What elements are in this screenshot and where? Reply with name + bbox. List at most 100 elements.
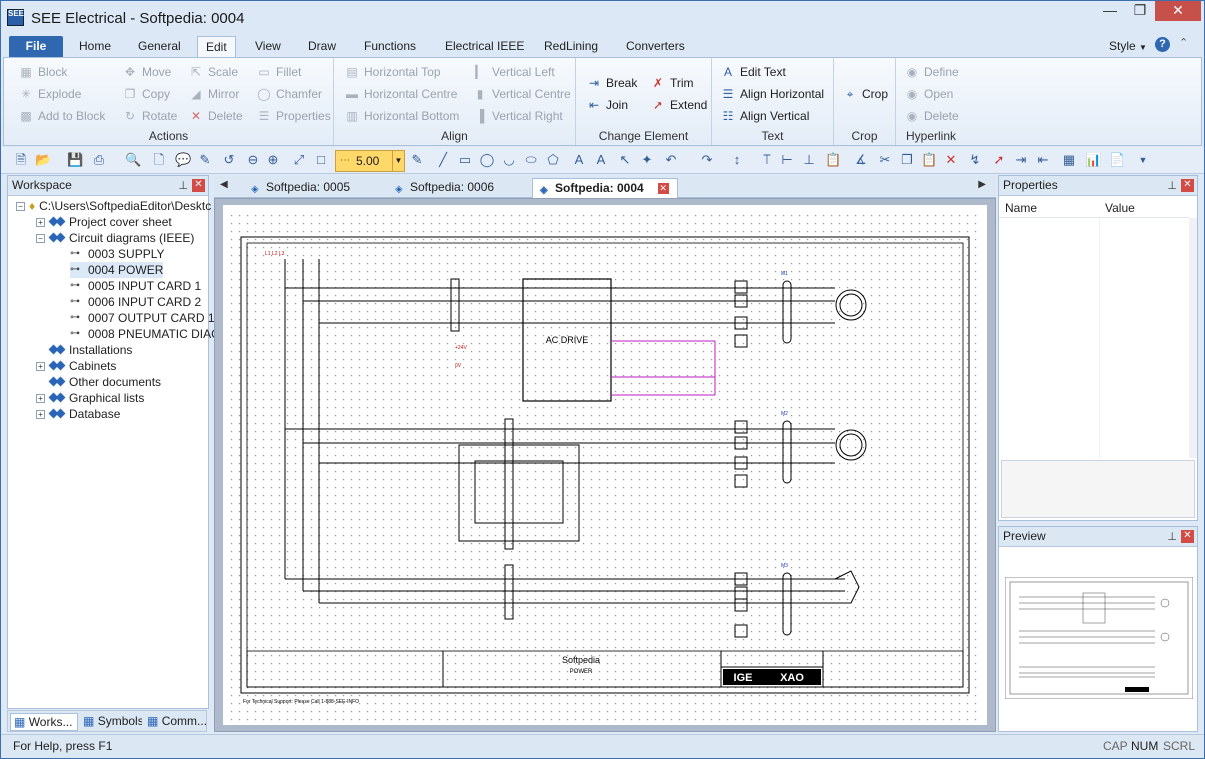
align-horizontal-bottom-button[interactable]: ▥Horizontal Bottom [344,106,459,126]
pin-icon[interactable]: ⊥ [1167,531,1177,543]
zoom-in-icon[interactable]: ⊕ [267,152,279,167]
fillet-button[interactable]: ▭Fillet [256,62,301,82]
move-button[interactable]: ✥Move [122,62,171,82]
trim-tool-icon[interactable]: ⊢ [781,152,793,167]
collapse-icon[interactable]: − [16,201,25,211]
crop-button[interactable]: ⌖Crop [842,84,888,104]
extend-line-icon[interactable]: ➚ [993,152,1005,167]
tree-item-page[interactable]: ⊶0003 SUPPLY [70,247,165,261]
scroll-right-icon[interactable]: ▶ [978,179,986,190]
chamfer-button[interactable]: ◯Chamfer [257,87,323,101]
copy-button[interactable]: ❐Copy [122,84,170,104]
tab-commands[interactable]: ▦ Comm... [147,714,206,728]
close-panel-icon[interactable]: ✕ [1181,530,1194,543]
pin-icon[interactable]: ⊥ [178,180,188,192]
break-line-icon[interactable]: ⇥ [1015,152,1027,167]
zoom-window-icon[interactable]: □ [317,152,325,167]
preview-thumbnail[interactable] [1005,577,1193,699]
tree-item-graphical[interactable]: +Graphical lists [36,390,144,406]
cut-icon[interactable]: ✂ [879,152,891,167]
extend-button[interactable]: ➚Extend [650,95,707,115]
tag-icon[interactable]: ✎ [199,152,211,167]
style-menu[interactable]: Style ▼ [1101,36,1155,57]
ellipse-tool-icon[interactable]: ⬭ [525,152,537,167]
page-setup-icon[interactable]: 🗋 [153,152,165,167]
offset-icon[interactable]: ⊥ [803,152,815,167]
close-icon[interactable]: ✕ [1155,1,1201,21]
ribbon-collapse-icon[interactable]: ⌃ [1179,37,1189,49]
open-hyperlink-button[interactable]: ◉Open [904,84,954,104]
expand-icon[interactable]: + [36,393,45,403]
doc-tab-0006[interactable]: ◈Softpedia: 0006 [388,178,528,198]
new-icon[interactable]: 🗎 [15,152,27,167]
properties-scrollbar[interactable] [1189,218,1197,458]
join-line-icon[interactable]: ⇤ [1037,152,1049,167]
tab-home[interactable]: Home [79,39,112,53]
trim-button[interactable]: ✗Trim [650,73,694,93]
maximize-icon[interactable]: ❐ [1133,2,1147,18]
tree-item-circuit[interactable]: −Circuit diagrams (IEEE) [36,230,194,246]
collapse-icon[interactable]: − [36,233,45,243]
properties-button[interactable]: ☰Properties [256,106,331,126]
tab-file[interactable]: File [9,36,63,57]
polygon-tool-icon[interactable]: ⬠ [547,152,559,167]
close-panel-icon[interactable]: ✕ [192,179,205,192]
tab-workspace[interactable]: ▦ Works... [10,713,78,731]
note-icon[interactable]: 📋 [825,152,842,167]
expand-icon[interactable]: + [36,409,45,419]
paste-icon[interactable]: 📋 [921,152,938,167]
join-button[interactable]: ⇤Join [586,95,628,115]
help-icon[interactable]: ? [1155,37,1170,52]
expand-icon[interactable]: + [36,217,45,227]
tree-item-database[interactable]: +Database [36,406,120,422]
mirror-button[interactable]: ◢Mirror [188,84,239,104]
table-icon[interactable]: ▦ [1062,152,1076,167]
text-tool-icon[interactable]: A [574,152,584,167]
undo-icon[interactable]: ↶ [665,152,677,167]
delete-tool-icon[interactable]: ✕ [945,152,957,167]
tab-redlining[interactable]: RedLining [544,39,599,53]
zoom-level-select[interactable]: ⋯ 5.00 ▼ [335,150,405,172]
tree-item-page[interactable]: ⊶0006 INPUT CARD 2 [70,295,202,309]
close-panel-icon[interactable]: ✕ [1181,179,1194,192]
pin-icon[interactable]: ⊥ [1167,180,1177,192]
rectangle-tool-icon[interactable]: ▭ [458,152,472,167]
align-vertical-right-button[interactable]: ▐Vertical Right [472,106,563,126]
tree-item-cabinets[interactable]: +Cabinets [36,358,116,374]
tree-item-page[interactable]: ⊶0005 INPUT CARD 1 [70,279,202,293]
line-tool-icon[interactable]: ╱ [439,152,447,167]
tree-item-page[interactable]: ⊶0008 PNEUMATIC DIAG [70,327,221,341]
save-icon[interactable]: 💾 [67,152,84,167]
align-vertical-left-button[interactable]: ▎Vertical Left [472,62,554,82]
paint-icon[interactable]: ✦ [641,152,653,167]
report-icon[interactable]: 📄 [1109,152,1126,167]
tree-item-page[interactable]: ⊶0007 OUTPUT CARD 1 [70,311,215,325]
tree-item-cover[interactable]: +Project cover sheet [36,214,172,230]
tree-root[interactable]: −♦C:\Users\SoftpediaEditor\Desktc [16,198,211,214]
tab-functions[interactable]: Functions [364,39,417,53]
tab-view[interactable]: View [255,39,281,53]
toolbar-options-icon[interactable]: ▼ [1138,155,1148,165]
align-vertical-button[interactable]: ☷Align Vertical [720,106,810,126]
circle-tool-icon[interactable]: ◯ [479,152,495,167]
zoom-extent-icon[interactable]: ⤢ [293,152,305,167]
tree-item-page-selected[interactable]: ⊶0004 POWER [70,262,164,278]
doc-tab-0004[interactable]: ◈Softpedia: 0004✕ [532,178,678,198]
scale-button[interactable]: ⇱Scale [188,62,238,82]
tab-converters[interactable]: Converters [626,39,685,53]
copy-tool-icon[interactable]: ❐ [901,152,913,167]
explode-button[interactable]: ✳Explode [18,84,81,104]
comment-icon[interactable]: 💬 [175,152,192,167]
redo-icon[interactable]: ↷ [701,152,713,167]
doc-tab-0005[interactable]: ◈Softpedia: 0005 [244,178,384,198]
tab-symbols[interactable]: ▦ Symbols [83,714,142,728]
tree-item-installations[interactable]: Installations [49,342,132,358]
align-vertical-centre-button[interactable]: ▮Vertical Centre [472,84,571,104]
chart-icon[interactable]: 📊 [1085,152,1102,167]
tree-item-other[interactable]: Other documents [49,374,161,390]
minimize-icon[interactable]: — [1103,2,1117,18]
expand-icon[interactable]: + [36,361,45,371]
print-preview-icon[interactable]: 🔍 [125,152,142,167]
